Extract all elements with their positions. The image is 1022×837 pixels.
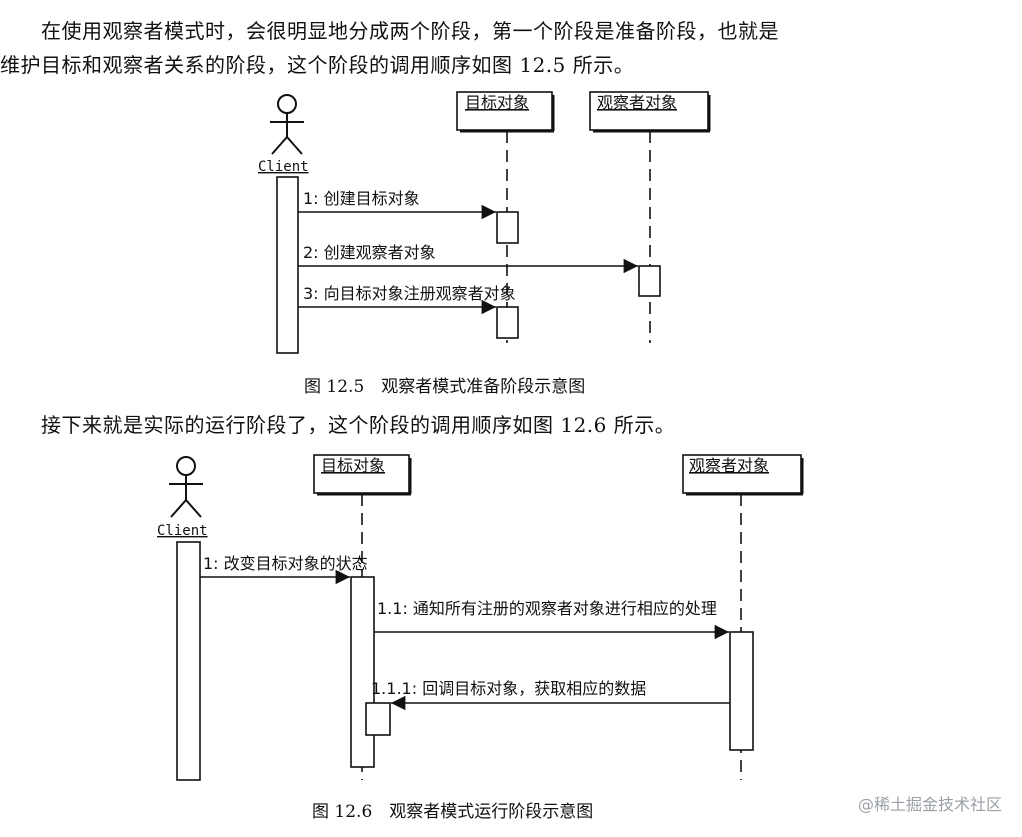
subject-activation-2 — [496, 306, 519, 339]
client-actor-icon — [270, 94, 304, 155]
subject-activation-1 — [496, 211, 519, 244]
message-1-1-1: 1.1.1: 回调目标对象，获取相应的数据 — [371, 679, 646, 698]
watermark: @稀土掘金技术社区 — [857, 795, 1002, 814]
client-actor-icon — [169, 456, 203, 518]
figure-12-6: Client 目标对象 观察者对象 1: 改变目标对象的状态 1.1: 通知所有… — [157, 454, 804, 781]
figure-12-5: Client 目标对象 观察者对象 1: 创建目标对象 2: 创建观察者对象 3… — [258, 91, 711, 354]
figure-12-6-caption: 图 12.6 观察者模式运行阶段示意图 — [312, 802, 594, 822]
subject-object-label: 目标对象 — [465, 93, 529, 112]
message-2: 2: 创建观察者对象 — [303, 243, 436, 262]
message-1: 1: 创建目标对象 — [303, 189, 420, 208]
figure-12-5-caption: 图 12.5 观察者模式准备阶段示意图 — [304, 377, 586, 397]
observer-activation — [729, 631, 754, 751]
subject-callback-activation — [365, 702, 391, 736]
observer-object-box — [589, 91, 709, 131]
client-activation — [176, 541, 201, 781]
intro-line-1: 在使用观察者模式时，会很明显地分成两个阶段，第一个阶段是准备阶段，也就是 — [0, 19, 779, 43]
subject-object-box — [313, 454, 410, 494]
observer-object-label: 观察者对象 — [597, 93, 677, 112]
message-1-1: 1.1: 通知所有注册的观察者对象进行相应的处理 — [377, 599, 717, 618]
message-3: 3: 向目标对象注册观察者对象 — [303, 284, 516, 303]
client-activation — [276, 176, 299, 354]
observer-object-label: 观察者对象 — [689, 456, 769, 475]
message-1: 1: 改变目标对象的状态 — [203, 554, 368, 573]
client-label: Client — [258, 159, 309, 175]
intro-line-2: 维护目标和观察者关系的阶段，这个阶段的调用顺序如图 12.5 所示。 — [0, 53, 635, 77]
middle-paragraph: 接下来就是实际的运行阶段了，这个阶段的调用顺序如图 12.6 所示。 — [0, 413, 676, 437]
subject-object-label: 目标对象 — [321, 456, 385, 475]
observer-activation-1 — [638, 265, 661, 297]
client-label: Client — [157, 523, 208, 539]
subject-activation — [350, 576, 375, 768]
